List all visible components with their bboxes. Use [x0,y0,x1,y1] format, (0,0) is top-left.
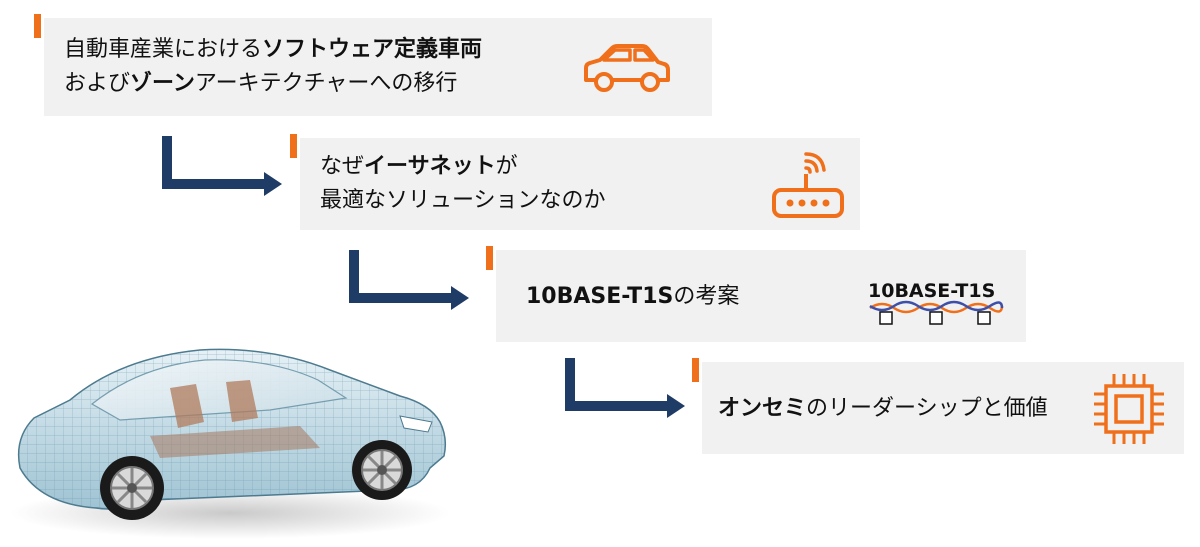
step-card-3: 10BASE-T1Sの考案 10BASE-T1S [486,246,1026,342]
arrow-3 [565,358,685,418]
text-segment: および [64,71,131,96]
text-segment: ゾーン [130,71,195,96]
arrow-1 [162,136,282,196]
step-2-line-1: なぜイーサネットが [320,150,606,184]
accent-bar [486,246,493,270]
step-text-4: オンセミのリーダーシップと価値 [718,392,1048,426]
step-text-3: 10BASE-T1Sの考案 [526,280,739,314]
car-icon [584,44,670,92]
step-4-line-1: オンセミのリーダーシップと価値 [718,392,1048,426]
text-segment: イーサネット [364,154,496,179]
bus-diagram-label: 10BASE-T1S [868,280,996,302]
text-segment: ソフトウェア定義車両 [262,37,483,62]
text-segment: なぜ [320,154,365,179]
text-segment: のリーダーシップと価値 [806,396,1048,421]
rear-wheel [100,456,164,520]
text-segment: オンセミ [718,396,807,421]
text-segment: 自動車産業における [64,37,263,62]
text-segment: 10BASE-T1S [526,284,674,309]
step-text-2: なぜイーサネットが 最適なソリューションなのか [320,150,606,218]
bus-diagram-icon: 10BASE-T1S [868,280,1008,330]
arrow-2 [349,250,469,310]
front-wheel [352,440,412,500]
twisted-pair-icon [869,300,1004,325]
chip-icon [1094,374,1164,444]
step-text-1: 自動車産業におけるソフトウェア定義車両 およびゾーンアーキテクチャーへの移行 [64,33,482,101]
step-card-1: 自動車産業におけるソフトウェア定義車両 およびゾーンアーキテクチャーへの移行 [34,14,712,116]
step-1-line-1: 自動車産業におけるソフトウェア定義車両 [64,33,482,67]
step-card-2: なぜイーサネットが 最適なソリューションなのか [290,134,860,230]
text-segment: 最適なソリューションなのか [320,188,606,213]
router-icon [772,152,844,218]
text-segment: アーキテクチャーへの移行 [194,71,458,96]
car-wireframe-illustration [10,348,450,539]
text-segment: が [495,154,518,179]
step-1-line-2: およびゾーンアーキテクチャーへの移行 [64,67,482,101]
accent-bar [692,358,699,382]
accent-bar [290,134,297,158]
step-2-line-2: 最適なソリューションなのか [320,184,606,218]
step-card-4: オンセミのリーダーシップと価値 [692,358,1184,454]
text-segment: の考案 [673,284,740,309]
step-3-line-1: 10BASE-T1Sの考案 [526,280,739,314]
accent-bar [34,14,41,38]
